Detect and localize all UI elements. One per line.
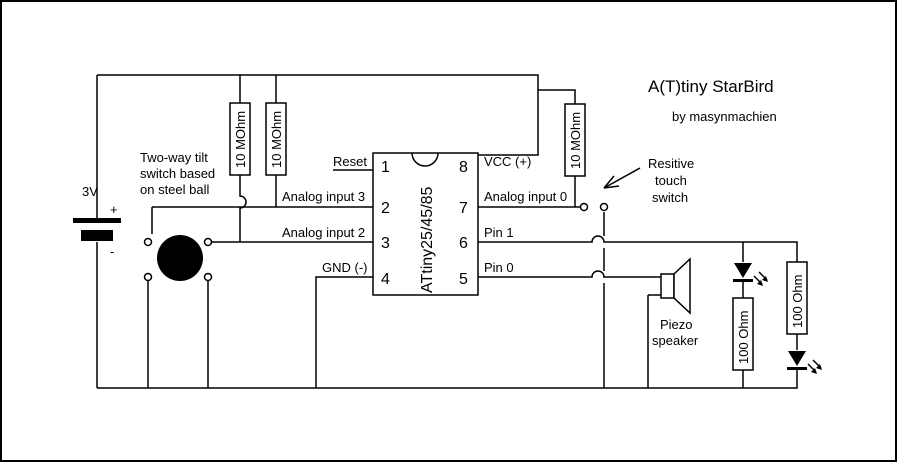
touch-switch-label-line-3: switch <box>652 190 688 205</box>
resistor-label: 10 MOhm <box>269 111 284 168</box>
speaker-cone <box>673 257 691 315</box>
resistor-label: 100 Ohm <box>736 311 751 364</box>
battery: 3V + - <box>73 184 121 259</box>
led-icon <box>734 263 752 278</box>
pin-label-pin-1: Pin 1 <box>484 225 514 240</box>
tilt-switch: Two-way tilt switch based on steel ball <box>140 150 215 388</box>
touch-switch: Resitive touch switch <box>579 156 694 212</box>
battery-minus: - <box>110 244 114 259</box>
pin-number-6: 6 <box>459 235 468 252</box>
attiny-chip: ATtiny25/45/85 1 2 3 4 5 6 7 8 <box>372 152 479 296</box>
led-branch-right: 100 Ohm <box>743 261 822 389</box>
piezo-speaker: Piezo speaker <box>652 257 699 348</box>
tilt-switch-label-line-3: on steel ball <box>140 182 209 197</box>
switch-contact <box>143 237 153 247</box>
pin-number-7: 7 <box>459 200 468 217</box>
pin-number-5: 5 <box>459 271 468 288</box>
resistor-label: 10 MOhm <box>568 112 583 169</box>
pin-wires <box>151 169 798 388</box>
touch-switch-label-line-1: Resitive <box>648 156 694 171</box>
piezo-label-line-1: Piezo <box>660 317 693 332</box>
pin-label-analog-3: Analog input 3 <box>282 189 365 204</box>
touch-pointer-arrow <box>603 167 641 189</box>
chip-body <box>372 152 479 296</box>
vcc-rail <box>96 74 576 388</box>
pin-label-pin-0: Pin 0 <box>484 260 514 275</box>
resistor-10mohm-middle: 10 MOhm <box>265 102 287 176</box>
chip-notch <box>411 152 439 167</box>
pin-label-vcc: VCC (+) <box>484 154 531 169</box>
switch-contact <box>203 237 213 247</box>
pin-number-4: 4 <box>381 271 390 288</box>
touch-contact <box>579 202 589 212</box>
battery-plus: + <box>110 202 118 217</box>
tilt-switch-label-line-1: Two-way tilt <box>140 150 208 165</box>
piezo-label-line-2: speaker <box>652 333 699 348</box>
pin-label-analog-0: Analog input 0 <box>484 189 567 204</box>
battery-plate-short <box>81 230 113 241</box>
light-emission-icon <box>807 359 822 374</box>
resistor-10mohm-left: 10 MOhm <box>229 102 251 176</box>
pin-label-reset: Reset <box>333 154 367 169</box>
battery-plate-long <box>73 218 121 223</box>
pin-label-analog-2: Analog input 2 <box>282 225 365 240</box>
pin-number-1: 1 <box>381 159 390 176</box>
light-emission-icon <box>753 271 768 286</box>
resistor-10mohm-right: 10 MOhm <box>564 103 586 177</box>
resistor-label: 10 MOhm <box>233 111 248 168</box>
pin-number-3: 3 <box>381 235 390 252</box>
led-branch-left: 100 Ohm <box>732 242 768 388</box>
led-icon <box>788 351 806 366</box>
battery-voltage: 3V <box>82 184 98 199</box>
touch-contact <box>599 202 609 212</box>
diagram-title: A(T)tiny StarBird <box>648 77 774 96</box>
pin-number-2: 2 <box>381 200 390 217</box>
resistor-label: 100 Ohm <box>790 275 805 328</box>
steel-ball <box>157 235 203 281</box>
touch-switch-label-line-2: touch <box>655 173 687 188</box>
ground-rail <box>97 295 649 389</box>
left-resistor-lead <box>239 175 247 242</box>
speaker-body <box>660 273 675 299</box>
chip-name: ATtiny25/45/85 <box>419 186 436 293</box>
pin-label-gnd: GND (-) <box>322 260 368 275</box>
switch-contact <box>143 272 153 282</box>
diagram-byline: by masynmachien <box>672 109 777 124</box>
pin-number-8: 8 <box>459 159 468 176</box>
switch-contact <box>203 272 213 282</box>
tilt-switch-label-line-2: switch based <box>140 166 215 181</box>
